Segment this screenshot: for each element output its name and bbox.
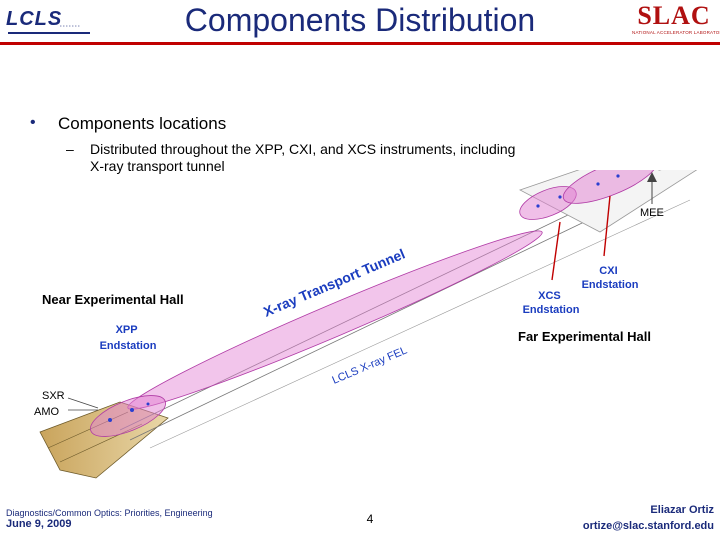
xpp-label-line-2: Endstation [100,340,157,352]
slac-logo-text: SLAC [637,1,711,30]
lcls-logo-dots: ······· [60,24,81,30]
xcs-callout-line [551,221,561,281]
far-hall-label: Far Experimental Hall [518,329,651,344]
component-dot [130,408,134,412]
mee-arrow-head [647,172,657,182]
amo-label: AMO [34,406,60,418]
sub-bullet-text: Distributed throughout the XPP, CXI, and… [90,141,516,174]
component-dot [146,402,150,406]
slac-logo-subtext: NATIONAL ACCELERATOR LABORATORY [632,30,720,35]
component-dot [616,174,620,178]
beamline-diagram: MEE Near Experimental Hall Far Experimen… [34,170,698,479]
slide-title: Components Distribution [184,2,536,38]
tunnel-line [149,199,691,449]
bullet-text: Components locations [58,114,227,133]
fel-label: LCLS X-ray FEL [330,344,408,386]
sub-bullet-marker: – [66,141,74,157]
component-dot [596,182,600,186]
page-number: 4 [366,512,374,526]
footer-left: Diagnostics/Common Optics: Priorities, E… [6,508,213,530]
mee-label: MEE [640,207,664,219]
component-dot [536,204,540,208]
lcls-logo: LCLS ······· [6,8,96,34]
footer-date: June 9, 2009 [6,518,72,530]
header-divider [0,42,720,45]
tunnel-highlight [127,230,543,410]
lcls-logo-underline [8,32,90,34]
slide-header: LCLS ······· Components Distribution SLA… [0,0,720,44]
cxi-highlight [562,170,658,204]
cxi-label: CXI Endstation [582,265,639,291]
xpp-label: XPP Endstation [100,324,157,352]
xcs-label-line-1: XCS [538,290,561,302]
near-hall-label: Near Experimental Hall [42,292,184,307]
tunnel-line [119,189,621,431]
xpp-label-line-1: XPP [116,324,138,336]
bullet-marker: • [30,114,36,131]
component-dot [558,195,562,199]
slac-logo: SLAC NATIONAL ACCELERATOR LABORATORY [632,1,720,40]
xpp-highlight [90,395,166,437]
sxr-label: SXR [42,390,65,402]
footer-author: Eliazar Ortiz [650,504,714,516]
sxr-callout-line [67,397,99,409]
footer-right: Eliazar Ortiz ortize@slac.stanford.edu [520,502,714,534]
component-dots [108,174,620,422]
xcs-label-line-2: Endstation [523,304,580,316]
footer-email: ortize@slac.stanford.edu [582,520,714,532]
cxi-callout-line [603,195,611,257]
cxi-label-line-2: Endstation [582,279,639,291]
lcls-logo-text: LCLS [6,8,63,30]
xcs-label: XCS Endstation [523,290,580,316]
component-dot [108,418,112,422]
footer-presentation-title: Diagnostics/Common Optics: Priorities, E… [6,508,213,518]
cxi-label-line-1: CXI [599,265,617,277]
tunnel-line [129,199,631,441]
